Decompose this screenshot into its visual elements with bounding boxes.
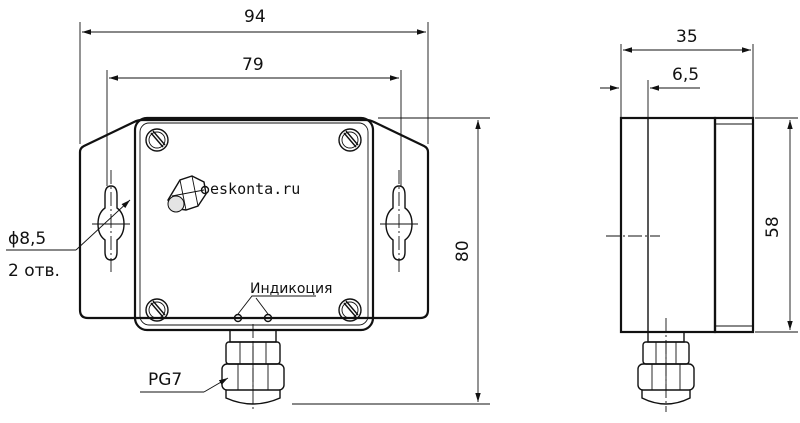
- side-lid: [713, 116, 755, 334]
- gland-label: PG7: [148, 370, 182, 390]
- dim-depth-text: 35: [676, 27, 698, 47]
- housing-lid-inner: [139, 122, 369, 326]
- keyhole-slot-right: [385, 185, 413, 261]
- indicator-label: Индикоция: [250, 281, 332, 297]
- indicator-led-2: [263, 313, 273, 323]
- side-view: 35 6,5 58: [600, 27, 798, 412]
- mounting-flange: [78, 118, 430, 320]
- front-view: eskonta.ru Индикоция PG7 ϕ8,5 2 отв.: [6, 7, 490, 410]
- housing-lid: [133, 116, 375, 332]
- side-cable-gland: [637, 318, 695, 412]
- screw-top-left: [145, 128, 169, 152]
- screw-top-right: [338, 128, 362, 152]
- cable-gland: [221, 324, 285, 410]
- hole-diameter-label: ϕ8,5: [8, 229, 46, 249]
- dim-hole-spacing: 79: [242, 55, 264, 75]
- dim-lid: 6,5: [672, 65, 699, 85]
- screw-bottom-left: [145, 298, 169, 322]
- brand-text: eskonta.ru: [210, 180, 300, 198]
- screw-bottom-right: [338, 298, 362, 322]
- hole-count-label: 2 отв.: [8, 261, 60, 281]
- dim-height: 80: [453, 240, 473, 262]
- dim-body-height: 58: [763, 216, 783, 238]
- dim-overall-width: 94: [244, 7, 266, 27]
- side-body: [619, 116, 717, 334]
- indicator-led-1: [233, 313, 243, 323]
- brand-logo-icon: [167, 175, 210, 213]
